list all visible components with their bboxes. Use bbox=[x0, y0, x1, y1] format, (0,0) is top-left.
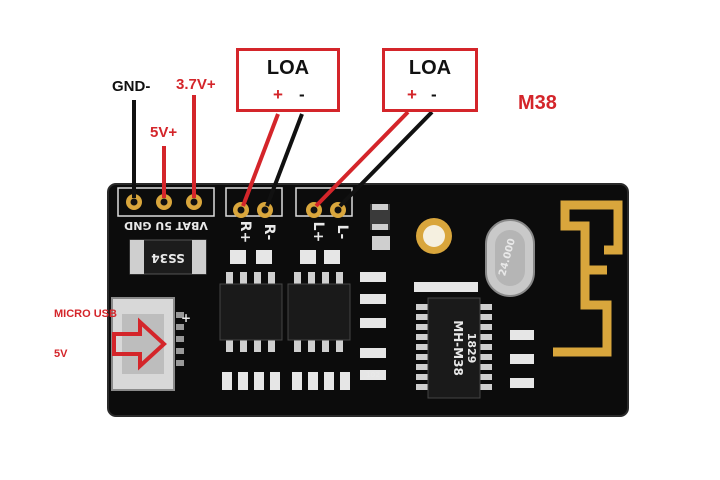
speaker-r-minus: - bbox=[299, 85, 305, 104]
passive-components bbox=[222, 250, 534, 390]
silk-chip: MH-M38 bbox=[451, 320, 465, 376]
5v-label: 5V+ bbox=[150, 124, 178, 141]
speaker-r-title: LOA bbox=[266, 57, 310, 79]
crystal-oscillator bbox=[485, 219, 535, 297]
silk-plus-mark: + bbox=[181, 311, 191, 325]
speaker-r-plus: + bbox=[273, 85, 283, 104]
amp-ic-2 bbox=[287, 272, 351, 352]
speaker-l-wires bbox=[314, 110, 434, 208]
silk-r-minus: R- bbox=[261, 224, 277, 241]
silk-diode: SS34 bbox=[151, 251, 184, 265]
silk-r-plus: R+ bbox=[237, 221, 253, 244]
speaker-l-title: LOA bbox=[408, 57, 452, 79]
gnd-label: GND- bbox=[112, 78, 151, 95]
3v7-label: 3.7V+ bbox=[176, 76, 216, 93]
micro-usb-connector bbox=[111, 297, 184, 391]
speaker-l-plus: + bbox=[407, 85, 417, 104]
silk-resistor: 102 bbox=[366, 371, 381, 379]
usb-arrow-icon bbox=[112, 317, 167, 371]
power-header bbox=[117, 187, 215, 217]
amp-ic-1 bbox=[219, 272, 283, 352]
main-chip bbox=[416, 297, 492, 399]
module-title: M38 bbox=[518, 92, 557, 114]
diode bbox=[129, 239, 207, 275]
speaker-l-minus: - bbox=[431, 85, 437, 104]
silk-power-pins: VBAT 5U GND bbox=[124, 219, 208, 232]
silk-l-plus: L+ bbox=[310, 222, 326, 243]
micro-usb-label: MICRO USB bbox=[54, 308, 117, 320]
speaker-r-wires bbox=[241, 113, 304, 207]
power-wires bbox=[132, 95, 196, 198]
usb-voltage-label: 5V bbox=[54, 348, 68, 360]
speaker-r-label-box: LOA + - bbox=[236, 48, 340, 112]
speaker-l-label-box: LOA + - bbox=[382, 48, 478, 112]
silk-l-minus: L- bbox=[334, 225, 350, 240]
antenna-trace bbox=[553, 200, 623, 357]
smd-component bbox=[370, 204, 390, 250]
silk-chip-code: 1829 bbox=[465, 333, 478, 364]
mounting-hole bbox=[416, 218, 452, 254]
